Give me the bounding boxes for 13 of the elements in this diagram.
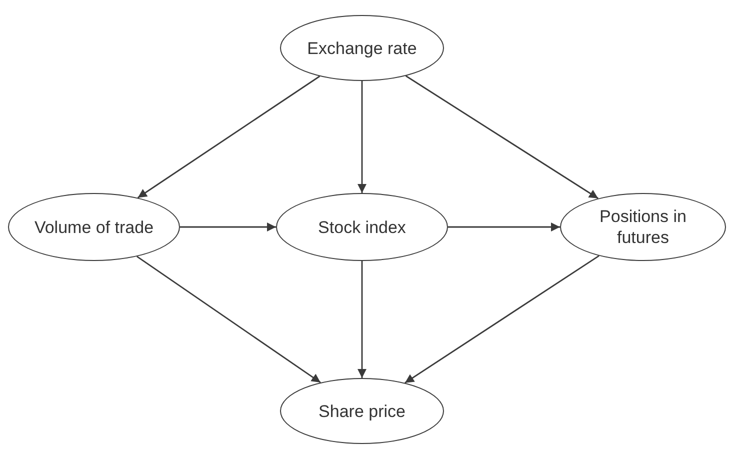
node-label: Exchange rate [307, 38, 417, 58]
arrow [137, 76, 320, 198]
node-label: Share price [318, 400, 406, 422]
arrow [180, 222, 276, 232]
arrow [448, 222, 560, 232]
node-label: Stock index [318, 216, 406, 238]
node-label: Positions in futures [598, 206, 688, 248]
arrow [136, 256, 321, 384]
node-label: Volume of trade [34, 216, 154, 238]
arrow [358, 81, 366, 193]
arrow [405, 75, 598, 199]
arrow [358, 261, 366, 378]
arrow [404, 255, 600, 384]
